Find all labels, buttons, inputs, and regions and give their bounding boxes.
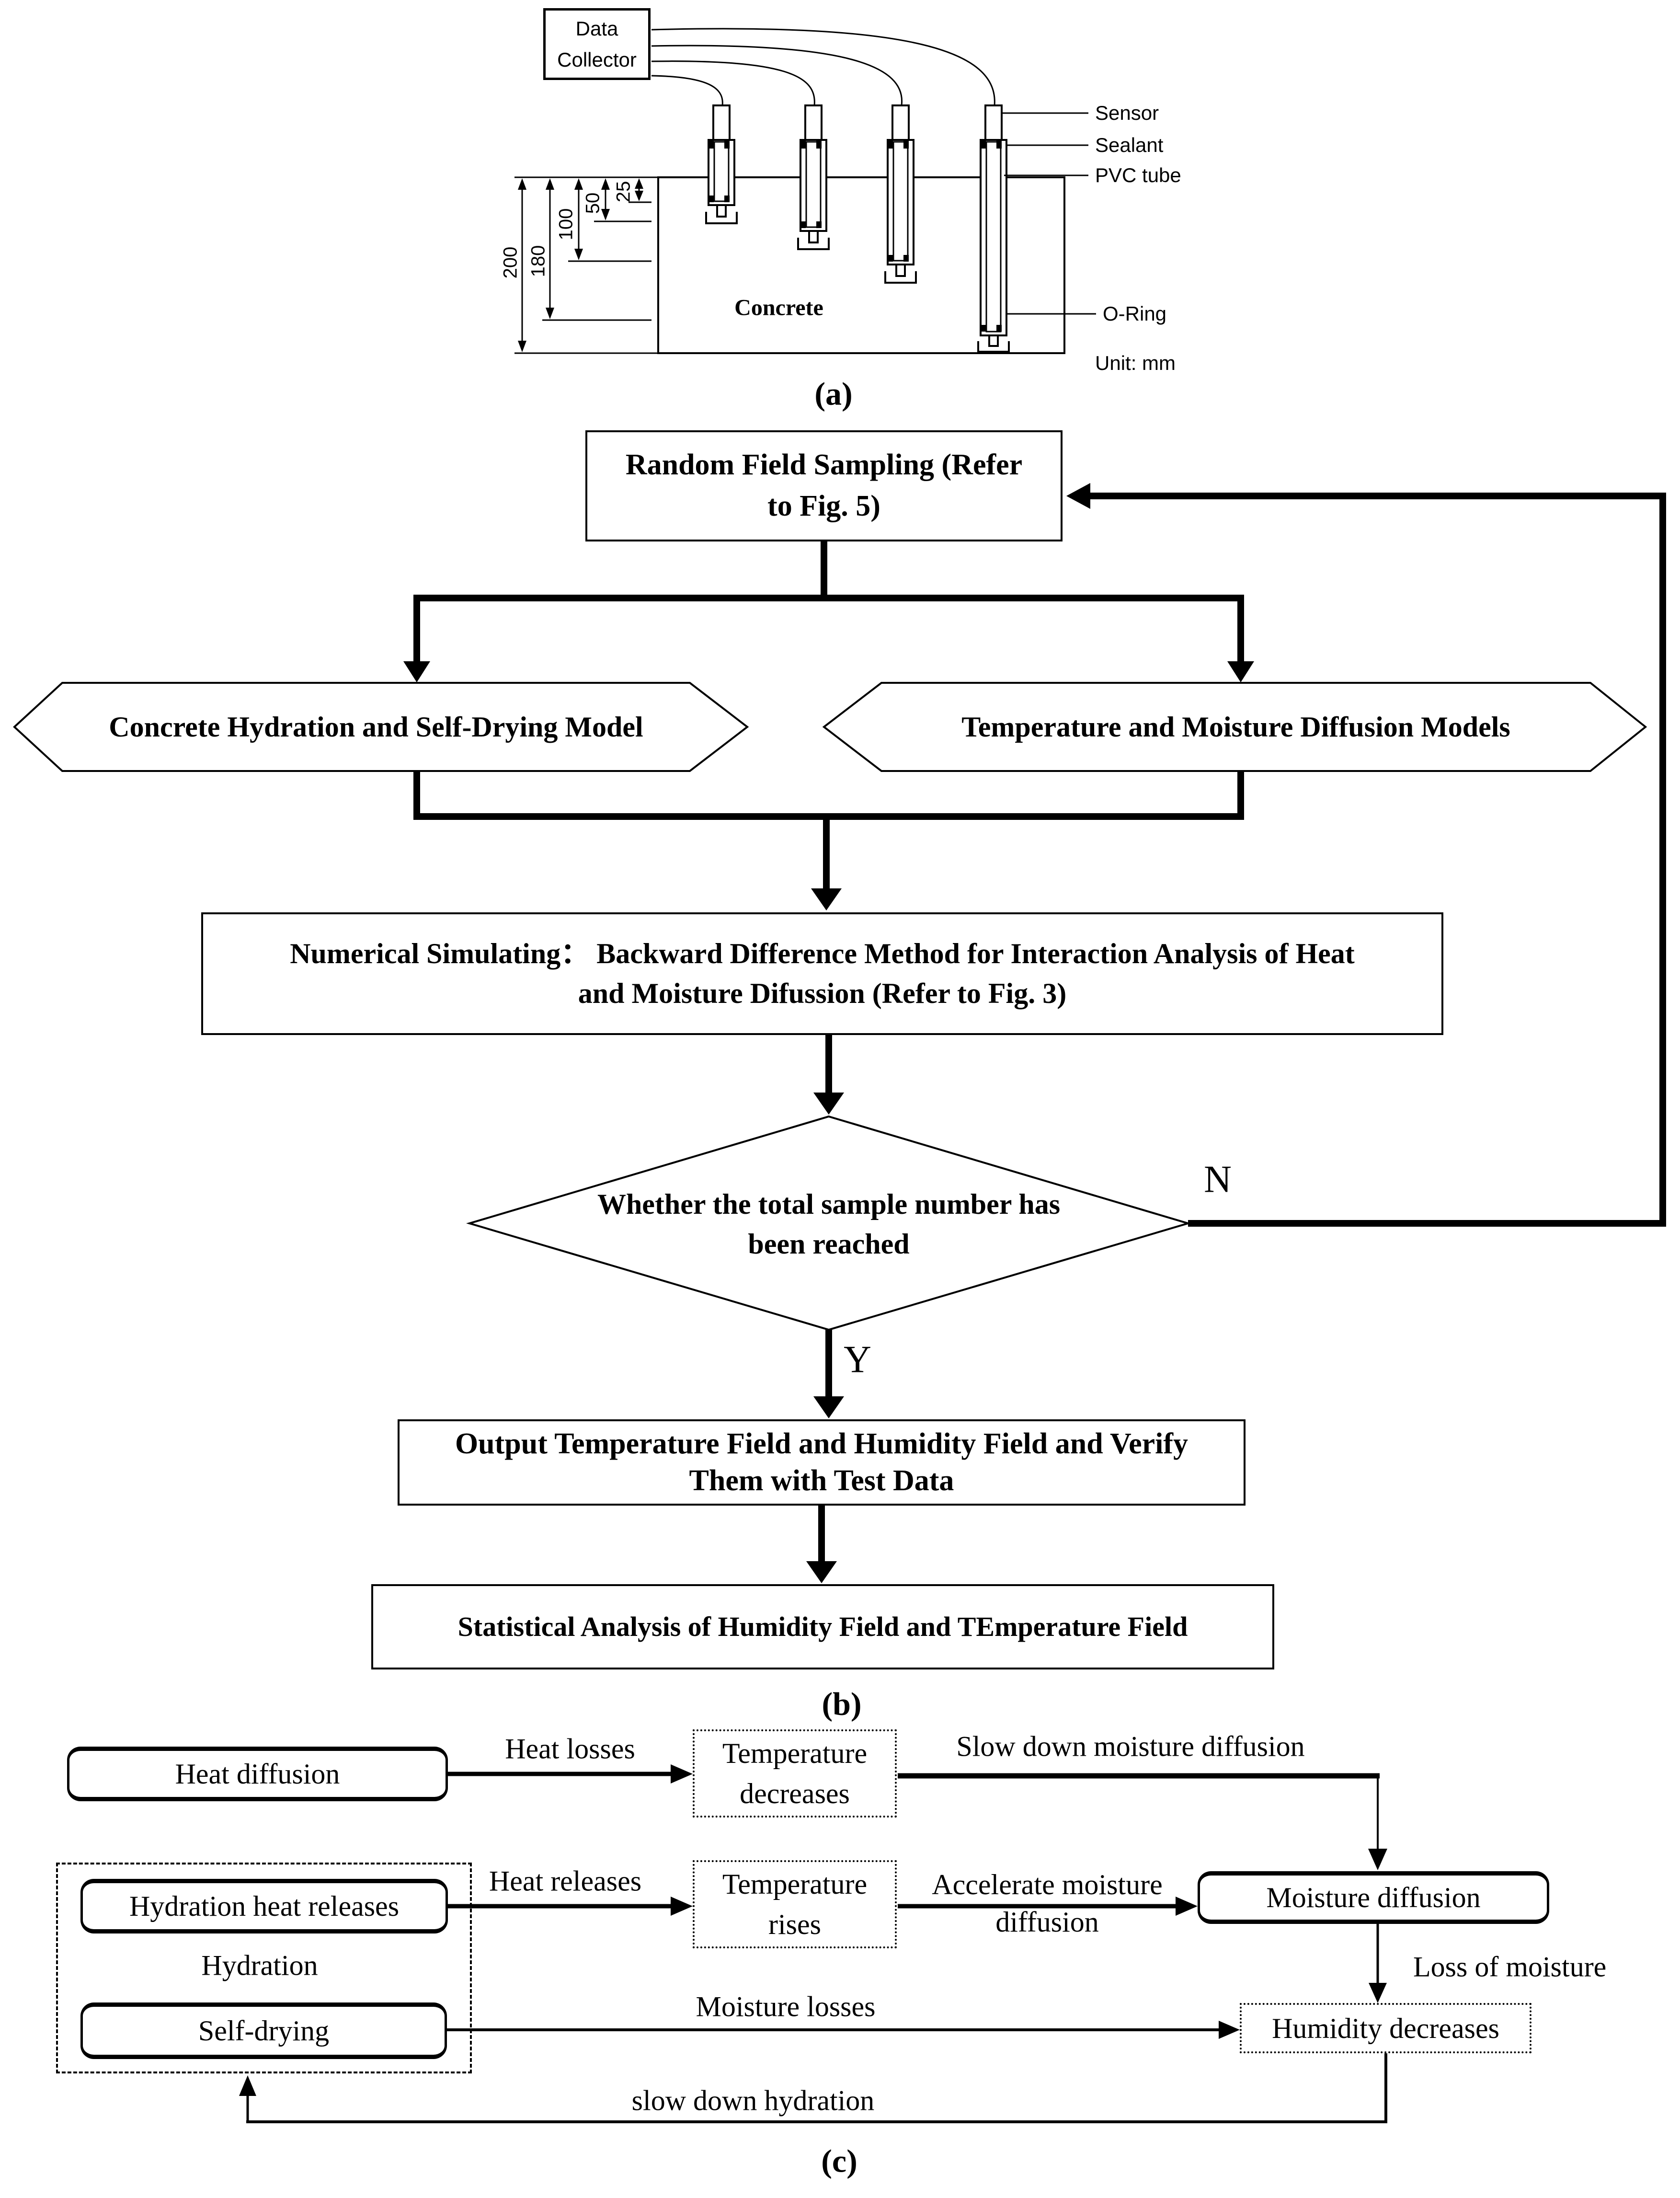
sensor-label: Sensor <box>1095 102 1159 124</box>
hydration-heat-releases-box: Hydration heat releases <box>80 1879 448 1933</box>
moisture-losses-label: Moisture losses <box>696 1991 876 2023</box>
coupling-linework <box>239 1764 1387 2123</box>
decision-label: Whether the total sample number has been… <box>597 1188 1061 1260</box>
slow-down-moisture-label: Slow down moisture diffusion <box>956 1730 1305 1762</box>
label-pointer-lines <box>1003 112 1096 315</box>
probe-4 <box>977 104 1010 353</box>
probe-2 <box>797 104 830 250</box>
hexagon-right-outline <box>822 682 1647 772</box>
heat-releases-label: Heat releases <box>489 1865 642 1897</box>
no-branch-label: N <box>1204 1158 1232 1201</box>
dim-25-label: 25 <box>613 181 634 203</box>
probe-3 <box>884 104 917 284</box>
hydration-container <box>56 1863 472 2073</box>
probe-1 <box>705 104 738 224</box>
concrete-label: Concrete <box>734 295 823 321</box>
hexagon-right-label: Temperature and Moisture Diffusion Model… <box>961 711 1510 743</box>
temperature-rises-box: Temperature rises <box>693 1860 897 1948</box>
caption-a: (a) <box>814 375 853 412</box>
sealant-label: Sealant <box>1095 134 1164 156</box>
heat-losses-label: Heat losses <box>505 1733 635 1765</box>
output-verify-box: Output Temperature Field and Humidity Fi… <box>398 1419 1246 1506</box>
yes-branch-label: Y <box>844 1338 871 1381</box>
dim-180-label: 180 <box>527 245 549 277</box>
concrete-block-outline <box>657 176 1065 354</box>
numerical-simulating-box: Numerical Simulating： Backward Differenc… <box>201 912 1443 1035</box>
slow-down-hydration-label: slow down hydration <box>631 2084 875 2117</box>
flowchart-linework <box>13 483 1666 1583</box>
pvc-tube-label: PVC tube <box>1095 164 1181 186</box>
specimen-linework <box>514 28 1096 354</box>
dim-100-label: 100 <box>555 208 577 241</box>
hexagon-left-label: Concrete Hydration and Self-Drying Model <box>109 711 643 743</box>
moisture-diffusion-box: Moisture diffusion <box>1198 1871 1549 1924</box>
dim-50-label: 50 <box>582 192 604 214</box>
dim-200-label: 200 <box>500 246 521 279</box>
hexagon-left-outline <box>13 682 749 772</box>
heat-diffusion-box: Heat diffusion <box>67 1747 448 1801</box>
caption-b: (b) <box>822 1685 862 1722</box>
temperature-decreases-box: Temperature decreases <box>693 1729 897 1818</box>
random-field-sampling-box: Random Field Sampling (Refer to Fig. 5) <box>585 430 1063 541</box>
accelerate-moisture-label: Accelerate moisture diffusion <box>932 1869 1163 1938</box>
dimension-extension-lines <box>514 176 658 354</box>
self-drying-box: Self-drying <box>80 2002 447 2059</box>
loss-of-moisture-label: Loss of moisture <box>1413 1951 1607 1983</box>
data-collector-box: Data Collector <box>543 8 651 80</box>
hydration-label: Hydration <box>201 1949 318 1981</box>
statistical-analysis-box: Statistical Analysis of Humidity Field a… <box>371 1584 1274 1669</box>
unit-label: Unit: mm <box>1095 352 1176 374</box>
humidity-decreases-box: Humidity decreases <box>1240 2003 1531 2053</box>
caption-c: (c) <box>821 2142 857 2179</box>
dimension-arrows <box>518 178 643 352</box>
o-ring-label: O-Ring <box>1103 302 1167 325</box>
